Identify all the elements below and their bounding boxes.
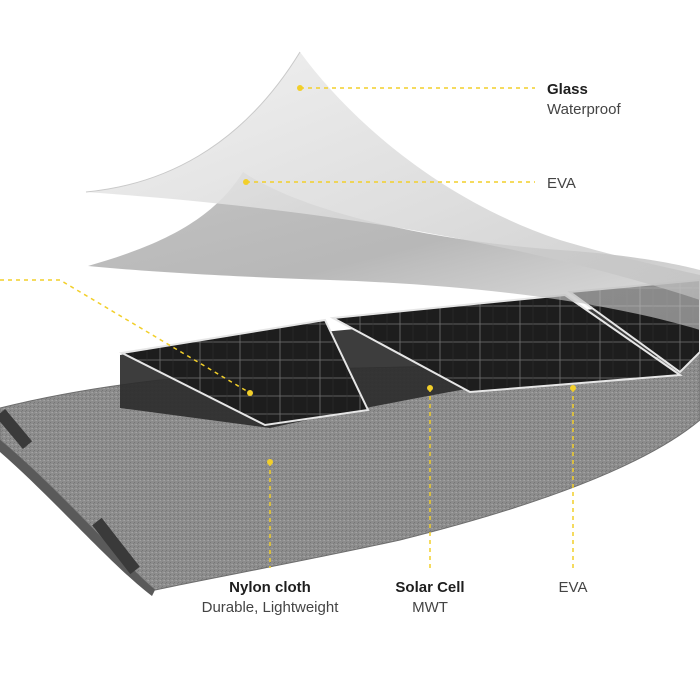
leader-dot-eva-top — [243, 179, 249, 185]
leader-dot-solar — [427, 385, 433, 391]
leader-dot-left — [247, 390, 253, 396]
label-eva-top-title: EVA — [547, 175, 576, 192]
label-nylon: Nylon cloth Durable, Lightweight — [202, 578, 339, 618]
label-nylon-subtitle: Durable, Lightweight — [201, 599, 339, 616]
leader-line-left-offscreen — [0, 279, 251, 394]
label-glass-title: Glass — [547, 81, 588, 98]
label-nylon-title: Nylon cloth — [229, 579, 311, 596]
label-solar: Solar Cell MWT — [395, 578, 464, 618]
leader-dots — [243, 85, 576, 465]
label-solar-subtitle: MWT — [412, 599, 448, 616]
leader-dot-glass — [297, 85, 303, 91]
leader-dot-eva-bottom — [570, 385, 576, 391]
label-glass: Glass Waterproof — [547, 80, 621, 120]
label-eva-bottom: EVA — [559, 578, 588, 598]
label-eva-bottom-title: EVA — [558, 579, 588, 596]
solar-panel-left — [118, 318, 370, 427]
glass-film — [85, 51, 700, 300]
label-solar-title: Solar Cell — [395, 579, 465, 596]
solar-panel-middle — [329, 293, 683, 394]
label-eva-top: EVA — [547, 174, 576, 194]
leader-dot-nylon — [267, 459, 273, 465]
leader-lines — [0, 87, 574, 568]
top-eva-film — [88, 172, 700, 330]
fabric-strap-right — [92, 517, 140, 575]
label-glass-subtitle: Waterproof — [547, 101, 621, 118]
fabric-strap-left — [0, 409, 33, 449]
